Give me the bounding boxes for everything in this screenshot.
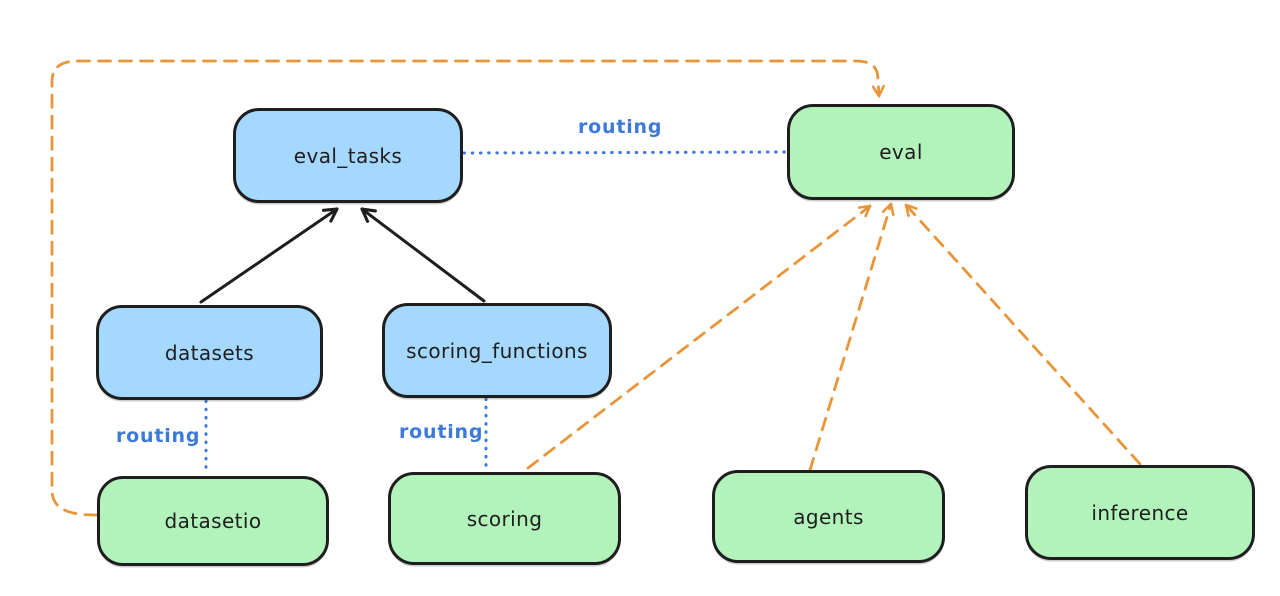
node-scoring-functions-label: scoring_functions xyxy=(406,338,588,363)
edge-eval-tasks-to-eval-routing xyxy=(462,150,788,155)
edge-label-routing-eval-tasks-eval: routing xyxy=(578,116,663,138)
edge-scoring-functions-to-eval-tasks xyxy=(360,207,486,303)
node-scoring: scoring xyxy=(388,472,621,565)
edge-label-routing-datasets-datasetio: routing xyxy=(116,425,201,447)
edge-agents-to-eval xyxy=(808,202,895,472)
node-datasetio-label: datasetio xyxy=(164,509,262,533)
node-eval: eval xyxy=(787,104,1015,200)
node-agents-label: agents xyxy=(793,504,864,529)
edge-datasets-to-eval-tasks xyxy=(199,207,339,304)
edge-inference-to-eval xyxy=(904,203,1142,466)
node-datasets-label: datasets xyxy=(164,340,255,365)
node-datasetio: datasetio xyxy=(97,476,329,566)
node-scoring-functions: scoring_functions xyxy=(382,303,612,398)
node-eval-tasks-label: eval_tasks xyxy=(293,143,403,168)
node-eval-label: eval xyxy=(879,140,923,164)
edge-scoring-to-eval xyxy=(526,204,872,470)
edge-label-routing-scoring-functions-scoring: routing xyxy=(399,421,484,443)
node-eval-tasks: eval_tasks xyxy=(233,108,463,203)
edge-datasetio-to-eval xyxy=(50,59,886,517)
node-datasets: datasets xyxy=(96,305,323,400)
node-inference: inference xyxy=(1025,465,1255,560)
node-agents: agents xyxy=(712,470,945,563)
node-inference-label: inference xyxy=(1091,500,1189,525)
node-scoring-label: scoring xyxy=(466,506,543,531)
